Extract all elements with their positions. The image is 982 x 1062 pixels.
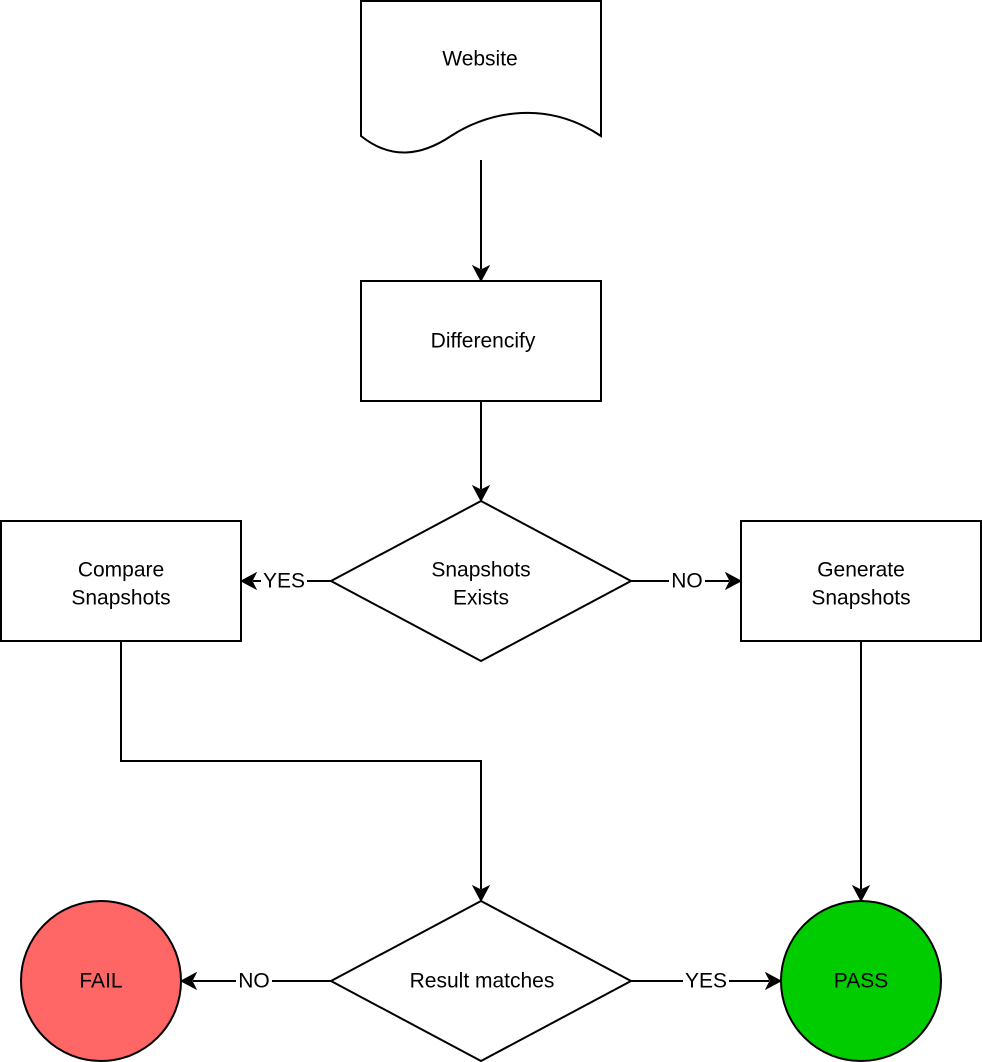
edge-decision-to-compare: YES <box>239 570 331 593</box>
edge-compare-to-result <box>120 641 491 903</box>
edge-label-yes: YES <box>263 570 305 593</box>
node-generate-snapshots-line1: Generate <box>817 559 905 582</box>
node-generate-snapshots-line2: Snapshots <box>811 587 910 610</box>
node-fail-label: FAIL <box>79 970 122 993</box>
node-compare-snapshots-line1: Compare <box>78 559 164 582</box>
node-website-label: Website <box>442 48 517 71</box>
pass-circle <box>780 900 942 1062</box>
edge-result-to-fail: NO <box>179 970 331 993</box>
edge-label-no: NO <box>238 970 270 993</box>
edge-label-no: NO <box>671 570 703 593</box>
node-snapshots-exists: Snapshots Exists <box>328 499 634 663</box>
fail-circle <box>20 900 182 1062</box>
edge-label-yes: YES <box>685 970 727 993</box>
node-fail: FAIL <box>20 900 182 1062</box>
node-compare-snapshots-line2: Snapshots <box>71 587 170 610</box>
node-snapshots-exists-line2: Exists <box>453 587 509 610</box>
node-differencify-label: Differencify <box>431 330 536 353</box>
edge-differencify-to-decision <box>471 401 491 503</box>
edge-website-to-differencify <box>471 160 491 283</box>
node-result-matches: Result matches <box>328 899 634 1062</box>
node-pass: PASS <box>780 900 942 1062</box>
node-pass-label: PASS <box>834 970 888 993</box>
node-differencify: Differencify <box>360 280 602 402</box>
node-website: Website <box>360 0 602 154</box>
edge-generate-to-pass <box>851 641 871 903</box>
node-compare-snapshots: Compare Snapshots <box>0 520 242 642</box>
edge-decision-to-generate: NO <box>631 570 743 593</box>
node-result-matches-label: Result matches <box>410 970 555 993</box>
node-snapshots-exists-line1: Snapshots <box>431 559 530 582</box>
edge-result-to-pass: YES <box>631 970 783 993</box>
node-generate-snapshots: Generate Snapshots <box>740 520 982 642</box>
